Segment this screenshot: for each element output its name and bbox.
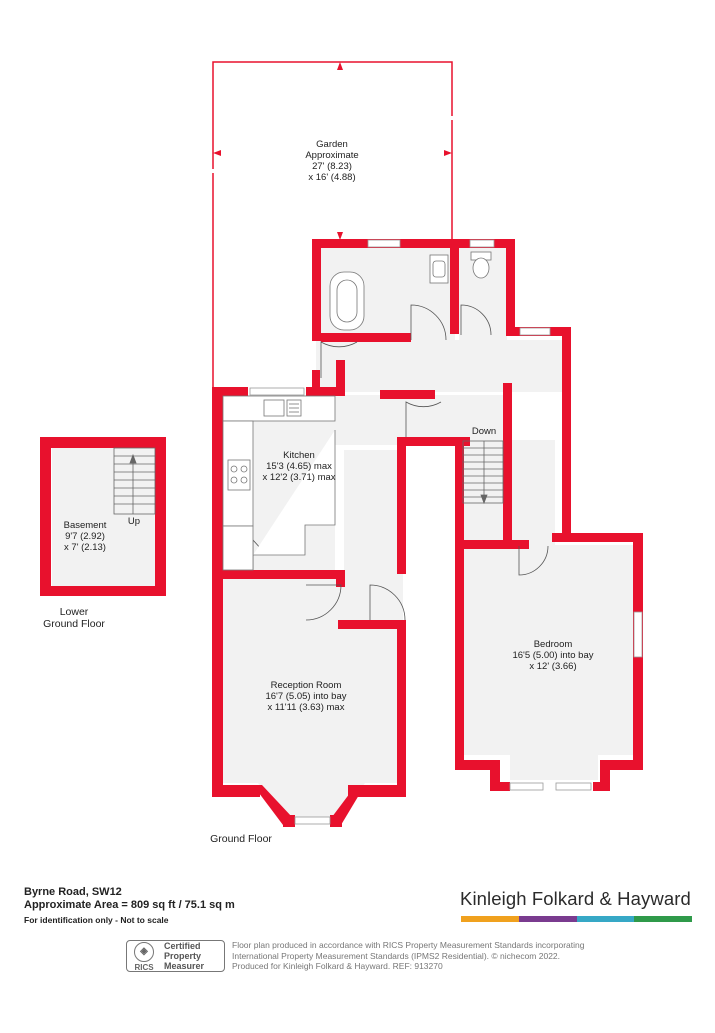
stairs-up-label: Up	[128, 516, 140, 527]
stairs-down	[462, 440, 504, 505]
garden-name: Garden	[316, 139, 348, 150]
kitchen-fixtures	[222, 395, 336, 571]
disclaimer-line1: Floor plan produced in accordance with R…	[232, 940, 585, 950]
bedroom-dim2: x 12' (3.66)	[529, 661, 576, 672]
rics-line3: Measurer	[164, 961, 205, 971]
address: Byrne Road, SW12	[24, 886, 122, 898]
reception-dim2: x 11'11 (3.63) max	[268, 702, 345, 713]
doors	[252, 304, 549, 621]
sink-icon	[263, 399, 285, 417]
brand-stripe-3	[576, 916, 635, 922]
rics-logo-text: RICS	[134, 963, 154, 972]
rics-line2: Property	[164, 951, 202, 961]
stairs-up	[113, 447, 156, 515]
windows	[249, 239, 643, 825]
disclaimer: Floor plan produced in accordance with R…	[232, 940, 612, 972]
rics-line1: Certified	[164, 941, 201, 951]
rics-badge	[126, 940, 225, 972]
floor-label-lower-2: Ground Floor	[43, 618, 105, 630]
label-bedroom: Bedroom 16'5 (5.00) into bay x 12' (3.66…	[512, 639, 593, 672]
kitchen-name: Kitchen	[283, 450, 315, 461]
agent-brand-name: Kinleigh Folkard & Hayward	[460, 888, 691, 909]
disclaimer-line3: Produced for Kinleigh Folkard & Hayward.…	[232, 961, 443, 971]
garden-dim2: x 16' (4.88)	[308, 172, 355, 183]
bedroom-name: Bedroom	[534, 639, 573, 650]
basement-name: Basement	[64, 520, 107, 531]
property-info: Byrne Road, SW12 Approximate Area = 809 …	[24, 886, 235, 927]
kitchen-dim1: 15'3 (4.65) max	[266, 461, 332, 472]
approximate-area: Approximate Area = 809 sq ft / 75.1 sq m	[24, 899, 235, 911]
label-basement: Basement 9'7 (2.92) x 7' (2.13)	[64, 520, 107, 553]
brand-stripe-2	[518, 916, 577, 922]
garden-dimension-arrows	[213, 62, 452, 240]
label-garden: Garden Approximate 27' (8.23) x 16' (4.8…	[305, 139, 358, 183]
bathroom-fixtures	[329, 251, 492, 331]
brand-stripe-1	[461, 916, 519, 922]
label-reception: Reception Room 16'7 (5.05) into bay x 11…	[265, 680, 346, 713]
rics-certification: Certified Property Measurer	[164, 941, 204, 971]
floor-label-lower-1: Lower	[60, 606, 89, 618]
hob-icon	[227, 459, 251, 491]
reception-name: Reception Room	[271, 680, 342, 691]
brand-stripe-4	[634, 916, 692, 922]
rics-logo-icon: ◈ RICS	[132, 942, 156, 972]
stairs-down-label: Down	[472, 426, 496, 437]
basement-dim2: x 7' (2.13)	[64, 542, 106, 553]
garden-note: Approximate	[305, 150, 358, 161]
floor-label-ground: Ground Floor	[210, 833, 272, 845]
disclaimer-line2: International Property Measurement Stand…	[232, 950, 561, 961]
identification-note: For identification only - Not to scale	[24, 915, 169, 925]
garden-dim1: 27' (8.23)	[312, 161, 352, 172]
kitchen-dim2: x 12'2 (3.71) max	[262, 472, 335, 483]
basement-dim1: 9'7 (2.92)	[65, 531, 105, 542]
bedroom-dim1: 16'5 (5.00) into bay	[512, 650, 593, 661]
garden-area	[203, 61, 460, 387]
reception-dim1: 16'7 (5.05) into bay	[265, 691, 346, 702]
label-kitchen: Kitchen 15'3 (4.65) max x 12'2 (3.71) ma…	[262, 450, 335, 483]
brand-stripes	[461, 916, 692, 922]
